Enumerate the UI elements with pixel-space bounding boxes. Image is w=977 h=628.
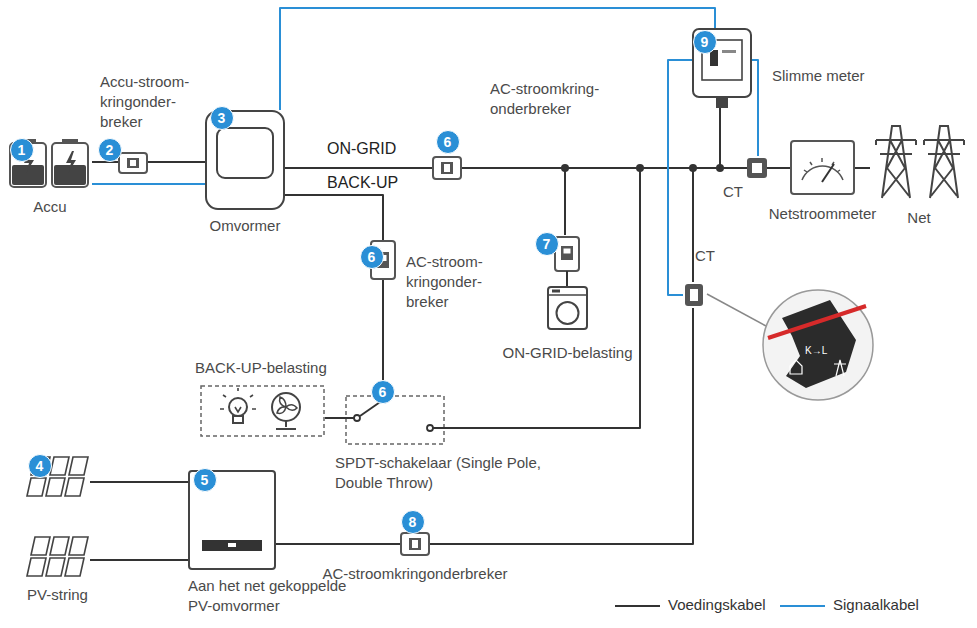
callout-number: 6 [360,245,384,269]
component-node: Accu-stroom- kringonder- breker [118,150,148,176]
breakerH-icon [432,154,462,182]
ct-zoom-illustration [707,290,873,400]
power-cable [693,168,790,282]
signal-cable [92,183,205,185]
netmeter-icon [790,140,855,195]
callout-number: 8 [401,510,425,534]
second-pv-wire [90,560,188,561]
callout-number: 2 [98,138,122,162]
component-label: Slimme meter [772,66,887,86]
power-cable [90,481,188,483]
spdt-icon [345,395,445,445]
component-label: AC-stroom- kringonder- breker [406,252,501,312]
ct-icon [745,156,769,180]
component-label: Omvormer [195,216,295,236]
power-cable [325,417,345,419]
breakerH-icon [400,530,430,558]
power-cable [430,308,693,544]
component-label: Accu [8,197,92,217]
power-cable [855,167,870,169]
power-cable [285,167,432,169]
component-node: Netstroommeter [790,140,855,195]
callout-number: 9 [693,30,717,54]
power-cable [276,543,400,545]
power-cable [382,280,384,395]
callout-number: 3 [210,106,234,130]
legend-line-sample [615,605,660,607]
component-node: CT [745,156,769,180]
breakerH-icon [118,150,148,176]
line-label: ON-GRID [325,140,398,158]
legend-text: Voedingskabel [668,596,766,614]
component-node: CT [683,282,705,308]
component-label: AC-stroomkring- onderbreker [490,79,630,119]
callout-number: 6 [436,130,460,154]
component-label: BACK-UP-belasting [195,358,355,378]
power-cable [445,168,640,428]
component-node: AC-stroomkring- onderbreker [432,154,462,182]
component-label: AC-stroomkringonderbreker [305,564,525,584]
legend-line-sample [780,605,825,607]
component-node: BACK-UP-belasting [200,385,325,437]
legend-text: Signaalkabel [833,596,919,614]
ct-icon [683,282,705,308]
line-label: BACK-UP [325,174,400,192]
component-node: Net [870,118,968,200]
power-cable [462,168,565,235]
component-label: Accu-stroom- kringonder- breker [100,72,200,132]
component-label: CT [723,182,749,202]
power-cable [148,161,205,163]
signal-cable [752,60,758,156]
power-cable [285,195,383,240]
towers-icon [870,118,968,200]
component-label: SPDT-schakelaar (Single Pole, Double Thr… [335,453,570,493]
callout-number: 6 [371,380,395,404]
callout-number: 1 [10,138,34,162]
callout-number: 5 [193,468,217,492]
component-node: AC-stroomkringonderbreker [400,530,430,558]
component-node: SPDT-schakelaar (Single Pole, Double Thr… [345,395,445,445]
polarity-mark: K→L [803,345,829,357]
component-label: Netstroommeter [745,204,900,224]
component-label: CT [695,246,725,266]
component-label: PV-string [15,585,100,605]
callout-number: 4 [28,454,52,478]
component-label: Net [870,208,968,228]
signal-cable [668,60,692,295]
backup-icon [200,385,325,437]
component-label: ON-GRID-belasting [482,343,653,363]
callout-number: 7 [535,232,559,256]
